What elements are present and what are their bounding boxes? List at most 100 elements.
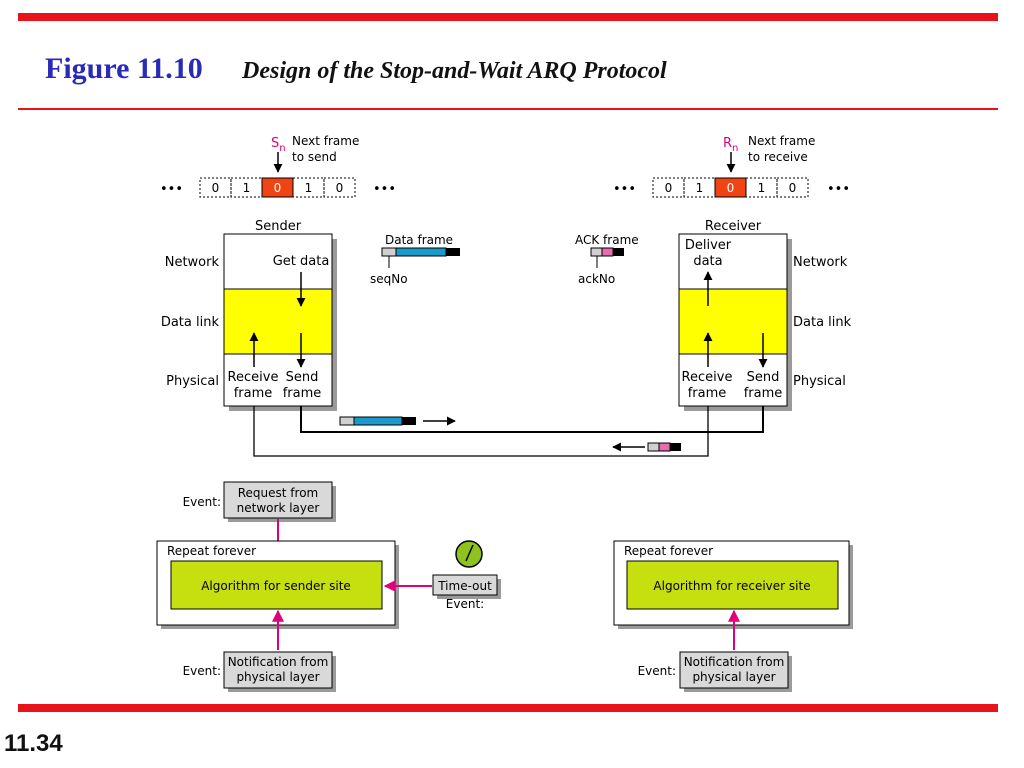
- receiver-seq-cell-3: [745, 177, 778, 198]
- sender-pointer-label: Sn: [271, 136, 286, 154]
- timeout-event-text: Time-out: [437, 579, 492, 593]
- in-transit-ack-trailer: [670, 443, 681, 451]
- receiver-stack: Receiver Deliver data Receive frame Send…: [678, 219, 852, 411]
- receiver-deliver-label-2: data: [693, 254, 722, 269]
- receiver-pointer-caption-1: Next frame: [748, 134, 815, 148]
- receiver-datalink-layer: [678, 288, 788, 355]
- receiver-seq-label-3: 1: [758, 181, 766, 195]
- receiver-title: Receiver: [705, 219, 762, 234]
- sender-left-ellipsis: •••: [160, 182, 183, 197]
- sender-seq-cell-0: [199, 177, 232, 198]
- timeout-event-box: [432, 574, 498, 596]
- receiver-seq-label-2: 0: [727, 181, 735, 195]
- title-underline: [18, 108, 998, 110]
- sender-window: Sn Next frame to send ••• ••• 0 1 0 1 0: [160, 134, 396, 198]
- sender-site: Event: Request from network layer Repeat…: [156, 481, 501, 692]
- sender-notification-event-label: Event:: [183, 664, 221, 678]
- receiver-send-label-2: frame: [744, 386, 783, 401]
- receiver-send-label-1: Send: [747, 370, 780, 385]
- receiver-physical-layer-label: Physical: [793, 374, 846, 389]
- sender-request-event-box: [223, 481, 333, 519]
- receiver-receive-label-2: frame: [688, 386, 727, 401]
- timer-clock-hand-b: [465, 553, 470, 562]
- receiver-notification-event-box: [679, 651, 789, 689]
- sender-to-receiver-link: [300, 406, 764, 433]
- in-transit-ack-seq: [647, 442, 660, 452]
- bottom-red-bar: [18, 704, 998, 712]
- ack-frame-legend: ACK frame ackNo: [575, 233, 639, 286]
- ack-frame-ack-label: ackNo: [578, 272, 615, 286]
- sender-notification-event-text-1: Notification from: [228, 655, 329, 669]
- sender-algorithm-label: Algorithm for sender site: [201, 579, 351, 593]
- sender-seq-label-2: 0: [274, 181, 282, 195]
- receiver-seq-label-1: 1: [696, 181, 704, 195]
- sender-seq-label-0: 0: [212, 181, 220, 195]
- receiver-notification-event-text-2: physical layer: [692, 670, 775, 684]
- timer-clock-hand-a: [468, 544, 474, 555]
- receiver-seq-label-0: 0: [665, 181, 673, 195]
- physical-links: [253, 406, 764, 457]
- slide-number: 11.34: [4, 730, 63, 757]
- data-frame-label: Data frame: [385, 233, 453, 247]
- receiver-receive-label-1: Receive: [682, 370, 733, 385]
- receiver-algorithm-box: [626, 560, 839, 610]
- in-transit-data-seq: [339, 416, 355, 426]
- sender-physical-layer-label: Physical: [166, 374, 219, 389]
- sender-seq-cell-3: [292, 177, 325, 198]
- receiver-algorithm-label: Algorithm for receiver site: [653, 579, 810, 593]
- receiver-pointer-caption-2: to receive: [748, 150, 808, 164]
- sender-receive-label-1: Receive: [228, 370, 279, 385]
- sender-title: Sender: [255, 219, 302, 234]
- sender-seq-label-4: 0: [336, 181, 344, 195]
- sender-algorithm-box: [170, 560, 383, 610]
- data-frame-seq-label: seqNo: [370, 272, 408, 286]
- receiver-seq-cell-0: [652, 177, 685, 198]
- ack-frame-pink-field: [601, 247, 614, 257]
- sender-notification-event-text-2: physical layer: [236, 670, 319, 684]
- in-transit-ack-pink: [658, 442, 671, 452]
- sender-receive-label-2: frame: [234, 386, 273, 401]
- receiver-repeat-label: Repeat forever: [624, 544, 713, 558]
- receiver-seq-label-4: 0: [789, 181, 797, 195]
- sender-repeat-label: Repeat forever: [167, 544, 256, 558]
- receiver-notification-event-label: Event:: [638, 664, 676, 678]
- receiver-pointer-label: Rn: [723, 136, 738, 154]
- receiver-seq-cell-4: [776, 177, 809, 198]
- timeout-event-label: Event:: [446, 597, 484, 611]
- receiver-site: Repeat forever Algorithm for receiver si…: [613, 540, 853, 692]
- sender-request-event-text-1: Request from: [238, 486, 318, 500]
- sender-seq-label-1: 1: [243, 181, 251, 195]
- sender-stack: Sender Get data Receive frame Send frame…: [161, 219, 337, 411]
- data-frame-legend: Data frame seqNo: [370, 233, 460, 286]
- sender-send-label-1: Send: [286, 370, 319, 385]
- data-frame-seq-field: [381, 247, 397, 257]
- sender-pointer-caption-2: to send: [292, 150, 337, 164]
- figure-label: Figure 11.10: [45, 52, 203, 85]
- sender-datalink-layer-label: Data link: [161, 315, 220, 330]
- sender-request-event-label: Event:: [183, 495, 221, 509]
- sender-pointer-caption-1: Next frame: [292, 134, 359, 148]
- sender-seq-label-3: 1: [305, 181, 313, 195]
- receiver-seq-cell-current: [714, 177, 747, 198]
- ack-frame-trailer-field: [613, 248, 624, 256]
- receiver-left-ellipsis: •••: [613, 182, 636, 197]
- ack-frame-label: ACK frame: [575, 233, 639, 247]
- data-frame-payload-field: [395, 247, 447, 257]
- data-frame-trailer-field: [446, 248, 460, 256]
- figure-title: Design of the Stop-and-Wait ARQ Protocol: [242, 58, 667, 84]
- sender-right-ellipsis: •••: [373, 182, 396, 197]
- receiver-window: Rn Next frame to receive ••• ••• 0 1 0 1…: [613, 134, 850, 198]
- sender-datalink-layer: [223, 288, 333, 355]
- sender-get-data-label: Get data: [273, 254, 330, 269]
- receiver-deliver-label-1: Deliver: [685, 238, 732, 253]
- sender-network-layer-label: Network: [165, 255, 220, 270]
- receiver-datalink-layer-label: Data link: [793, 315, 852, 330]
- sender-seq-cell-4: [323, 177, 356, 198]
- sender-send-label-2: frame: [283, 386, 322, 401]
- in-transit-data-payload: [353, 416, 403, 426]
- receiver-notification-event-text-1: Notification from: [684, 655, 785, 669]
- top-red-bar: [18, 13, 998, 21]
- sender-seq-cell-current: [261, 177, 294, 198]
- receiver-to-sender-link: [253, 406, 709, 457]
